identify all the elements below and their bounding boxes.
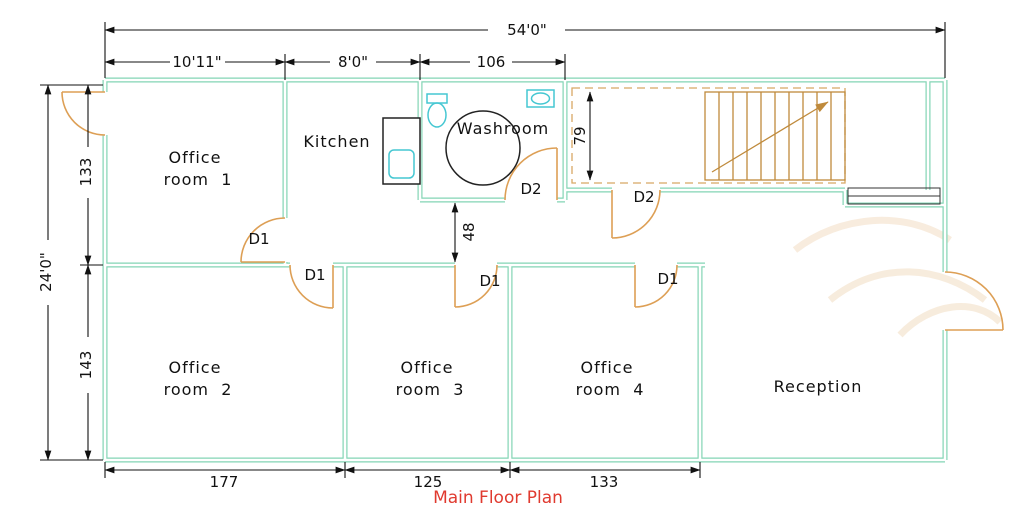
dim-washroom-width: 106	[477, 53, 506, 71]
door-labels: D1 D1 D1 D1 D2 D2	[248, 180, 678, 290]
dimension-lines	[40, 22, 946, 478]
door-label-office4: D1	[657, 270, 678, 288]
room-label-office-1: Office room 1	[164, 148, 233, 189]
room-label-office-3-line2: room 3	[396, 380, 465, 399]
plan-title: Main Floor Plan	[433, 488, 563, 508]
dim-total-width: 54'0"	[507, 21, 547, 39]
room-label-office-2-line2: room 2	[164, 380, 233, 399]
stairwell-dashed-outline	[571, 87, 846, 184]
reception-door	[944, 271, 1004, 331]
room-label-reception: Reception	[774, 377, 863, 396]
dimension-labels: 54'0" 10'11" 8'0" 106 24'0" 133 143 48 7…	[37, 21, 618, 491]
dim-bottom-office2: 177	[210, 473, 239, 491]
dim-hall-width: 48	[460, 222, 478, 241]
doors	[61, 91, 1004, 331]
room-label-office-1-line1: Office	[168, 148, 221, 167]
staircase	[571, 87, 846, 184]
entry-steps	[847, 187, 941, 205]
room-label-office-1-line2: room 1	[164, 170, 233, 189]
stair-treads	[718, 92, 832, 180]
dim-kitchen-width: 8'0"	[338, 53, 368, 71]
room-label-office-3: Office room 3	[396, 358, 465, 399]
room-label-office-3-line1: Office	[400, 358, 453, 377]
room-label-office-2: Office room 2	[164, 358, 233, 399]
room-label-washroom: Washroom	[457, 119, 549, 138]
basin-icon	[526, 89, 555, 108]
stair-direction-arrow	[711, 101, 829, 173]
door-label-stairs: D2	[633, 188, 654, 206]
dim-left-lower: 143	[77, 351, 95, 380]
dim-bottom-office4: 133	[590, 473, 619, 491]
dim-left-upper: 133	[77, 158, 95, 187]
fixtures	[382, 89, 555, 186]
room-labels: Office room 1 Kitchen Washroom Office ro…	[164, 119, 863, 399]
room-label-office-4-line2: room 4	[576, 380, 645, 399]
dimension-ticks	[40, 22, 946, 478]
door-label-office2: D1	[304, 266, 325, 284]
washroom-table	[445, 110, 521, 186]
washroom-door	[504, 147, 558, 201]
room-label-office-2-line1: Office	[168, 358, 221, 377]
front-door	[61, 91, 106, 136]
room-label-office-4: Office room 4	[576, 358, 645, 399]
door-label-washroom: D2	[520, 180, 541, 198]
reception-watermark	[792, 216, 1003, 338]
dim-stair-width: 79	[571, 126, 589, 145]
room-label-kitchen: Kitchen	[303, 132, 370, 151]
stair-door	[611, 189, 661, 239]
office1-door	[240, 217, 286, 263]
kitchen-sink	[388, 149, 415, 179]
room-label-office-4-line1: Office	[580, 358, 633, 377]
office2-door	[289, 264, 334, 309]
office4-door	[634, 264, 678, 308]
dim-total-height: 24'0"	[37, 252, 55, 292]
dim-office1-width: 10'11"	[172, 53, 221, 71]
toilet-icon	[426, 93, 448, 128]
door-label-office3: D1	[479, 272, 500, 290]
office3-door	[454, 264, 498, 308]
door-label-office1: D1	[248, 230, 269, 248]
dim-bottom-office3: 125	[414, 473, 443, 491]
